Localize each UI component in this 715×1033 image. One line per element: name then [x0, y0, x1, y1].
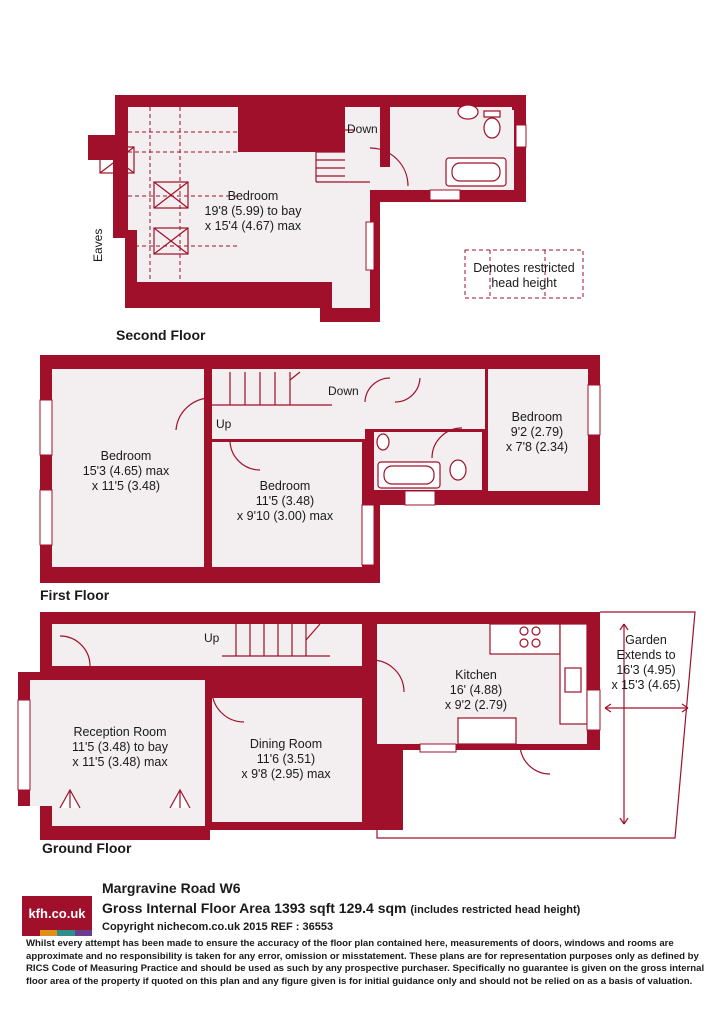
logo-color-2: [39, 930, 57, 936]
gross-internal-area: Gross Internal Floor Area 1393 sqft 129.…: [102, 900, 580, 916]
first-floor-title: First Floor: [40, 587, 110, 603]
first-floor-bedroom-left-dims-2: x 11'5 (3.48): [92, 479, 160, 493]
logo-color-bar: [22, 930, 92, 936]
logo-color-3: [57, 930, 75, 936]
second-floor-down-label: Down: [347, 122, 378, 136]
kitchen-dims-1: 16' (4.88): [450, 683, 502, 697]
garden-line-4: x 15'3 (4.65): [611, 678, 680, 692]
first-floor-up-label: Up: [216, 417, 232, 431]
first-floor-bedroom-mid-name: Bedroom: [260, 479, 311, 493]
logo-text: kfh.co.uk: [28, 905, 86, 921]
first-floor-bedroom-left-dims-1: 15'3 (4.65) max: [83, 464, 170, 478]
first-floor-bedroom-left-name: Bedroom: [101, 449, 152, 463]
first-floor-bedroom-right-dims-2: x 7'8 (2.34): [506, 440, 568, 454]
dining-room-name: Dining Room: [250, 737, 322, 751]
eaves-label: Eaves: [91, 229, 105, 262]
gia-note: (includes restricted head height): [410, 904, 581, 916]
dining-room-dims-1: 11'6 (3.51): [257, 752, 315, 766]
first-floor-bedroom-right-name: Bedroom: [512, 410, 563, 424]
reception-room-dims-2: x 11'5 (3.48) max: [72, 755, 168, 769]
ground-floor-plan: [17, 611, 696, 840]
disclaimer-text: Whilst every attempt has been made to en…: [26, 938, 705, 987]
second-floor-bedroom-dims-1: 19'8 (5.99) to bay: [205, 204, 303, 218]
garden-line-3: 16'3 (4.95): [616, 663, 675, 677]
kitchen-dims-2: x 9'2 (2.79): [445, 698, 507, 712]
gia-value: Gross Internal Floor Area 1393 sqft 129.…: [102, 900, 407, 916]
kfh-logo: kfh.co.uk: [22, 896, 92, 930]
garden-line-2: Extends to: [616, 648, 675, 662]
first-floor-plan: [39, 355, 601, 585]
legend-line-2: head height: [491, 276, 557, 290]
property-address: Margravine Road W6: [102, 880, 241, 896]
reception-room-name: Reception Room: [73, 725, 166, 739]
kitchen-name: Kitchen: [455, 668, 497, 682]
first-floor-down-label: Down: [328, 384, 359, 398]
garden-line-1: Garden: [625, 633, 667, 647]
first-floor-bedroom-right-dims-1: 9'2 (2.79): [511, 425, 563, 439]
first-floor-bedroom-mid-dims-2: x 9'10 (3.00) max: [237, 509, 334, 523]
second-floor-plan: [88, 95, 527, 322]
logo-color-4: [74, 930, 92, 936]
second-floor-bedroom-name: Bedroom: [228, 189, 279, 203]
reception-room-dims-1: 11'5 (3.48) to bay: [72, 740, 169, 754]
restricted-height-legend: [464, 249, 584, 299]
copyright-line: Copyright nichecom.co.uk 2015 REF : 3655…: [102, 921, 334, 933]
ground-floor-title: Ground Floor: [42, 840, 132, 856]
second-floor-title: Second Floor: [116, 327, 206, 343]
logo-color-1: [22, 930, 40, 936]
legend-line-1: Denotes restricted: [473, 261, 574, 275]
second-floor-bedroom-dims-2: x 15'4 (4.67) max: [205, 219, 302, 233]
first-floor-bedroom-mid-dims-1: 11'5 (3.48): [256, 494, 314, 508]
ground-floor-up-label: Up: [204, 631, 220, 645]
dining-room-dims-2: x 9'8 (2.95) max: [241, 767, 331, 781]
